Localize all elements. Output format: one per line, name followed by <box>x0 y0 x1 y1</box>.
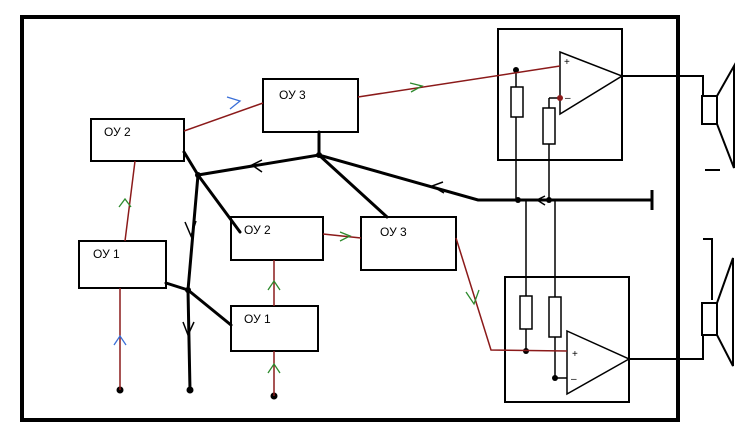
block-label: ОУ 3 <box>279 88 306 102</box>
minus-terminal: – <box>565 93 571 104</box>
block-upper-ou2: ОУ 2 <box>90 118 185 162</box>
resistor-icon <box>519 295 533 330</box>
signal-arrows <box>113 82 480 374</box>
resistor-icon <box>548 296 562 338</box>
block-label: ОУ 2 <box>244 223 271 237</box>
block-lower-ou2: ОУ 2 <box>230 216 324 261</box>
black-arrows <box>182 159 546 337</box>
op-amp-icon <box>559 50 624 116</box>
block-lower-ou3: ОУ 3 <box>360 216 457 271</box>
enclosure-frame <box>20 15 680 422</box>
block-label: ОУ 2 <box>104 125 131 139</box>
block-label: ОУ 3 <box>380 225 407 239</box>
amplifier-stage-top: + – <box>497 28 624 200</box>
block-label: ОУ 1 <box>93 247 120 261</box>
speaker-icon <box>701 257 734 367</box>
amplifier-stage-bottom: + – <box>504 200 631 403</box>
block-lower-ou1: ОУ 1 <box>230 305 319 352</box>
block-upper-ou3: ОУ 3 <box>262 78 359 133</box>
input-node <box>186 386 194 394</box>
red-signal-wiring <box>119 65 568 396</box>
resistor-icon <box>542 107 556 145</box>
plus-terminal: + <box>564 57 570 68</box>
plus-terminal: + <box>572 349 578 360</box>
minus-terminal: – <box>571 374 577 385</box>
black-wiring <box>164 130 654 392</box>
output-wiring <box>622 75 713 360</box>
op-amp-icon <box>566 329 631 396</box>
resistor-icon <box>510 86 524 118</box>
speaker-icon <box>701 62 735 171</box>
block-upper-ou1: ОУ 1 <box>78 240 167 289</box>
block-label: ОУ 1 <box>244 312 271 326</box>
